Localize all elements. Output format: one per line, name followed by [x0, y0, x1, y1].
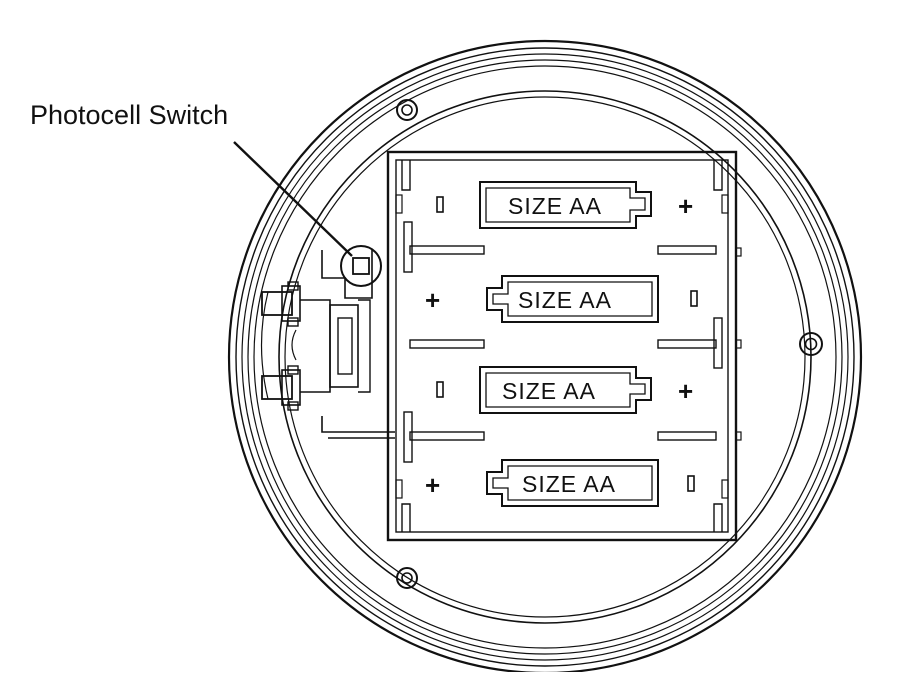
plus-sign-4: +	[425, 470, 440, 500]
battery-cell-2: SIZE AA +	[425, 275, 698, 323]
photocell-callout: Photocell Switch	[30, 100, 353, 257]
callout-label: Photocell Switch	[30, 100, 228, 130]
callout-leader-line	[233, 141, 353, 257]
side-latch-assembly	[260, 250, 395, 439]
minus-terminal-mark-3	[436, 381, 444, 398]
battery-label-3: SIZE AA	[502, 378, 596, 404]
battery-cell-3: SIZE AA +	[436, 366, 693, 414]
minus-terminal-mark-1	[436, 196, 444, 213]
photocell-switch	[340, 245, 382, 287]
minus-terminal-mark-4	[687, 475, 695, 492]
screw-post-bottom	[396, 567, 418, 589]
plus-sign-2: +	[425, 285, 440, 315]
minus-terminal-mark-2	[690, 290, 698, 307]
battery-cell-1: SIZE AA +	[436, 181, 693, 229]
battery-cell-4: SIZE AA +	[425, 459, 695, 507]
plus-sign-3: +	[678, 376, 693, 406]
cell-separators	[403, 221, 742, 463]
battery-label-2: SIZE AA	[518, 287, 612, 313]
screw-post-top	[396, 99, 418, 121]
battery-label-1: SIZE AA	[508, 193, 602, 219]
screw-post-right	[799, 332, 823, 356]
battery-compartment	[386, 150, 738, 542]
battery-label-4: SIZE AA	[522, 471, 616, 497]
housing-rings	[227, 39, 863, 675]
plus-sign-1: +	[678, 191, 693, 221]
